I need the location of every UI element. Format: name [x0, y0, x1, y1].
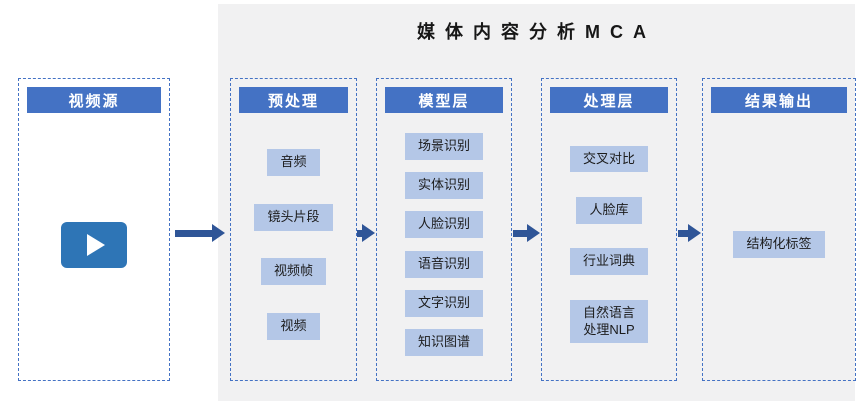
play-icon: [61, 221, 127, 268]
node-industry-dictionary: 行业词典: [569, 248, 648, 276]
flow-arrow-4: [678, 224, 701, 242]
node-video-frames: 视频帧: [260, 258, 326, 286]
column-model-layer: 模型层 场景识别 实体识别 人脸识别 语音识别 文字识别 知识图谱: [376, 78, 512, 381]
flow-arrow-3: [513, 224, 540, 242]
column-preprocessing: 预处理 音频 镜头片段 视频帧 视频: [230, 78, 357, 381]
node-nlp: 自然语言处理NLP: [570, 299, 648, 344]
node-scene-recognition: 场景识别: [404, 133, 483, 161]
flow-arrow-2: [357, 224, 375, 242]
column-result-output: 结果输出 结构化标签: [702, 78, 856, 381]
model-layer-header: 模型层: [385, 87, 503, 113]
column-video-source: 视频源: [18, 78, 170, 381]
flow-arrow-1: [175, 224, 225, 242]
video-source-body: [19, 113, 169, 380]
processing-layer-body: 交叉对比 人脸库 行业词典 自然语言处理NLP: [542, 113, 676, 380]
video-source-header: 视频源: [27, 87, 161, 113]
arrow-shaft: [513, 229, 527, 237]
arrow-shaft: [175, 229, 212, 237]
node-entity-recognition: 实体识别: [404, 172, 483, 200]
node-text-recognition: 文字识别: [404, 289, 483, 317]
arrow-head-icon: [688, 224, 701, 242]
result-output-header: 结果输出: [711, 87, 847, 113]
node-speech-recognition: 语音识别: [404, 250, 483, 278]
model-layer-body: 场景识别 实体识别 人脸识别 语音识别 文字识别 知识图谱: [377, 113, 511, 380]
play-triangle-icon: [87, 233, 105, 256]
preprocessing-header: 预处理: [239, 87, 348, 113]
node-face-database: 人脸库: [576, 196, 642, 224]
arrow-head-icon: [362, 224, 375, 242]
node-structured-tags: 结构化标签: [733, 231, 825, 258]
arrow-shaft: [357, 229, 362, 237]
processing-layer-header: 处理层: [550, 87, 668, 113]
node-face-recognition: 人脸识别: [404, 211, 483, 239]
node-video: 视频: [267, 313, 320, 341]
node-shot-segments: 镜头片段: [254, 203, 333, 231]
arrow-shaft: [678, 229, 688, 237]
node-knowledge-graph: 知识图谱: [404, 328, 483, 356]
diagram-title: 媒体内容分析MCA: [417, 22, 656, 42]
analysis-panel-background: [218, 4, 855, 401]
result-output-body: 结构化标签: [703, 113, 855, 380]
arrow-head-icon: [212, 224, 225, 242]
column-processing-layer: 处理层 交叉对比 人脸库 行业词典 自然语言处理NLP: [541, 78, 677, 381]
node-cross-comparison: 交叉对比: [569, 145, 648, 173]
arrow-head-icon: [527, 224, 540, 242]
preprocessing-body: 音频 镜头片段 视频帧 视频: [231, 113, 356, 380]
node-audio: 音频: [267, 148, 320, 176]
